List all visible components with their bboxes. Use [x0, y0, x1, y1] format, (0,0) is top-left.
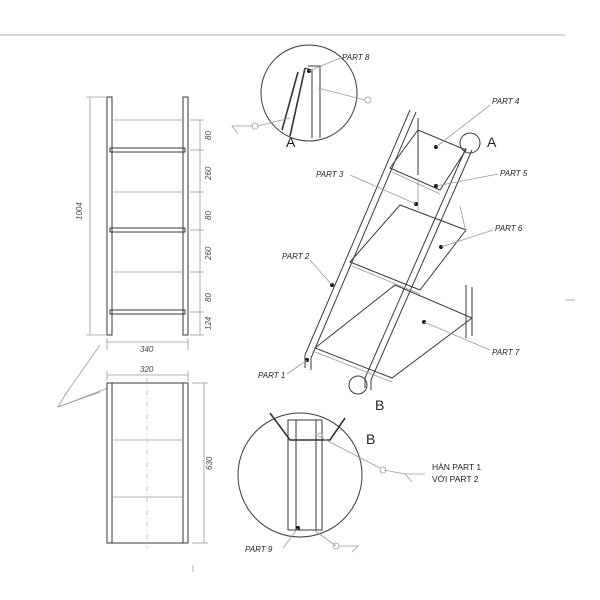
label-part-7: PART 7 [492, 348, 520, 357]
detail-b [237, 375, 425, 553]
dim-2: 260 [204, 166, 213, 181]
front-view [57, 96, 204, 408]
detail-b-callout: B [375, 397, 384, 413]
label-part-5: PART 5 [500, 169, 528, 178]
weld-note-line2: VỚI PART 2 [432, 474, 479, 484]
dim-1: 80 [204, 131, 213, 140]
dim-4: 260 [204, 246, 213, 261]
label-part-1: PART 1 [258, 371, 285, 380]
isometric-view [304, 109, 473, 390]
detail-a-callout: A [487, 134, 497, 150]
label-part-6: PART 6 [495, 224, 523, 233]
label-part-4: PART 4 [492, 97, 520, 106]
detail-a [231, 44, 481, 154]
label-part-9: PART 9 [245, 545, 273, 554]
isometric-callouts [286, 104, 499, 375]
weld-note-line1: HÀN PART 1 [432, 462, 481, 472]
dim-depth: 630 [205, 456, 214, 470]
top-view [106, 371, 208, 548]
dim-5: 80 [204, 293, 213, 302]
dim-top-width: 320 [140, 365, 154, 374]
label-part-2: PART 2 [282, 252, 310, 261]
detail-b-label: B [366, 431, 375, 447]
label-part-3: PART 3 [316, 170, 344, 179]
label-part-8: PART 8 [342, 53, 370, 62]
dim-front-width: 340 [140, 345, 154, 354]
dim-6: 124 [204, 316, 213, 330]
dim-height: 1004 [75, 202, 84, 220]
dim-3: 80 [204, 211, 213, 220]
detail-a-label: A [286, 134, 296, 150]
